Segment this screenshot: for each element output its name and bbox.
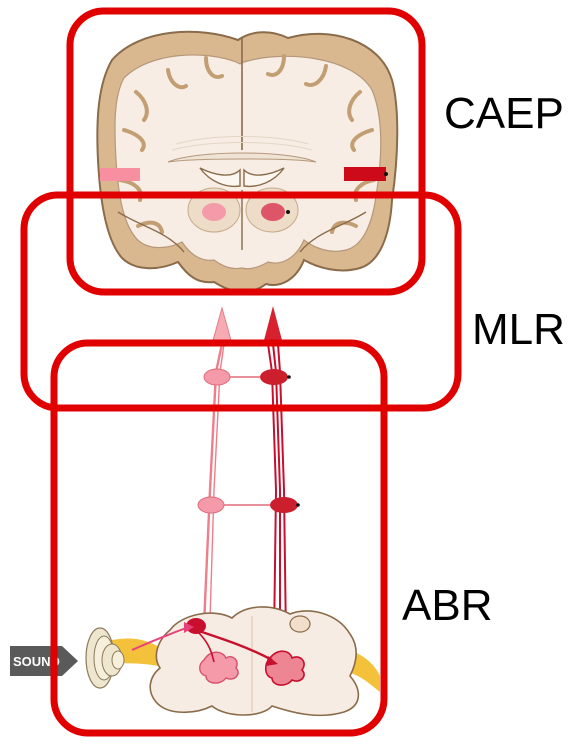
auditory-cortex-left	[100, 168, 140, 181]
node-sol-left	[198, 497, 224, 513]
auditory-cortex-right	[344, 167, 386, 181]
brain-coronal-section-icon	[97, 32, 397, 291]
superior-olive-right	[266, 651, 304, 685]
brainstem-body	[150, 607, 358, 715]
sound-arrow-icon: SOUND	[10, 646, 78, 676]
mgb-right	[261, 203, 285, 221]
node-sol-right	[270, 497, 298, 513]
abr-label: ABR	[402, 584, 492, 628]
brain-white-matter	[115, 55, 381, 269]
pathway-arrowhead-dark	[263, 306, 283, 344]
ear-cochlea-icon	[86, 628, 124, 688]
mgb-left	[202, 203, 226, 221]
mlr-label: MLR	[472, 308, 565, 352]
caep-label: CAEP	[444, 92, 564, 136]
node-ic-right	[260, 369, 288, 385]
brainstem-section-icon	[112, 607, 380, 715]
node-ic-left	[204, 369, 230, 385]
pathway-arrowhead-light	[212, 308, 232, 344]
ascending-pathway-light	[196, 308, 232, 660]
